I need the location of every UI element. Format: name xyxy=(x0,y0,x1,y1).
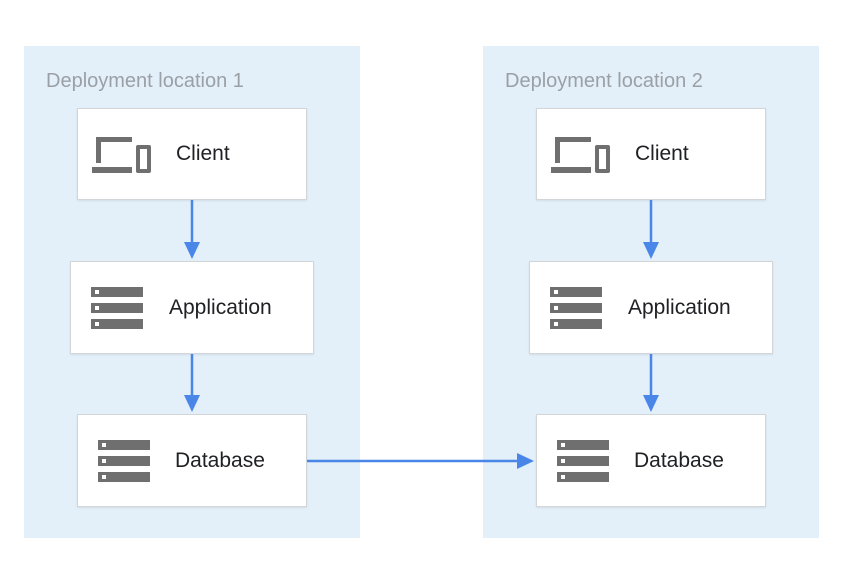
node-label: Database xyxy=(634,448,724,472)
devices-icon xyxy=(92,137,151,173)
arrow-client-to-application-1 xyxy=(184,200,200,259)
server-icon xyxy=(550,287,602,329)
client-node-1[interactable]: Client xyxy=(77,108,307,200)
node-label: Client xyxy=(176,142,230,165)
application-node-2[interactable]: Application xyxy=(529,261,773,354)
arrow-application-to-database-1 xyxy=(184,354,200,412)
node-label: Application xyxy=(628,295,731,319)
node-label: Application xyxy=(169,295,272,319)
application-node-1[interactable]: Application xyxy=(70,261,314,354)
server-icon xyxy=(91,287,143,329)
arrow-database-replication xyxy=(307,453,534,469)
arrow-application-to-database-2 xyxy=(643,354,659,412)
region-title: Deployment location 1 xyxy=(46,70,244,92)
database-node-2[interactable]: Database xyxy=(536,414,766,507)
node-label: Database xyxy=(175,448,265,472)
region-title: Deployment location 2 xyxy=(505,70,703,92)
node-label: Client xyxy=(635,142,689,165)
devices-icon xyxy=(551,137,610,173)
database-node-1[interactable]: Database xyxy=(77,414,307,507)
server-icon xyxy=(557,440,609,482)
arrow-client-to-application-2 xyxy=(643,200,659,259)
server-icon xyxy=(98,440,150,482)
client-node-2[interactable]: Client xyxy=(536,108,766,200)
